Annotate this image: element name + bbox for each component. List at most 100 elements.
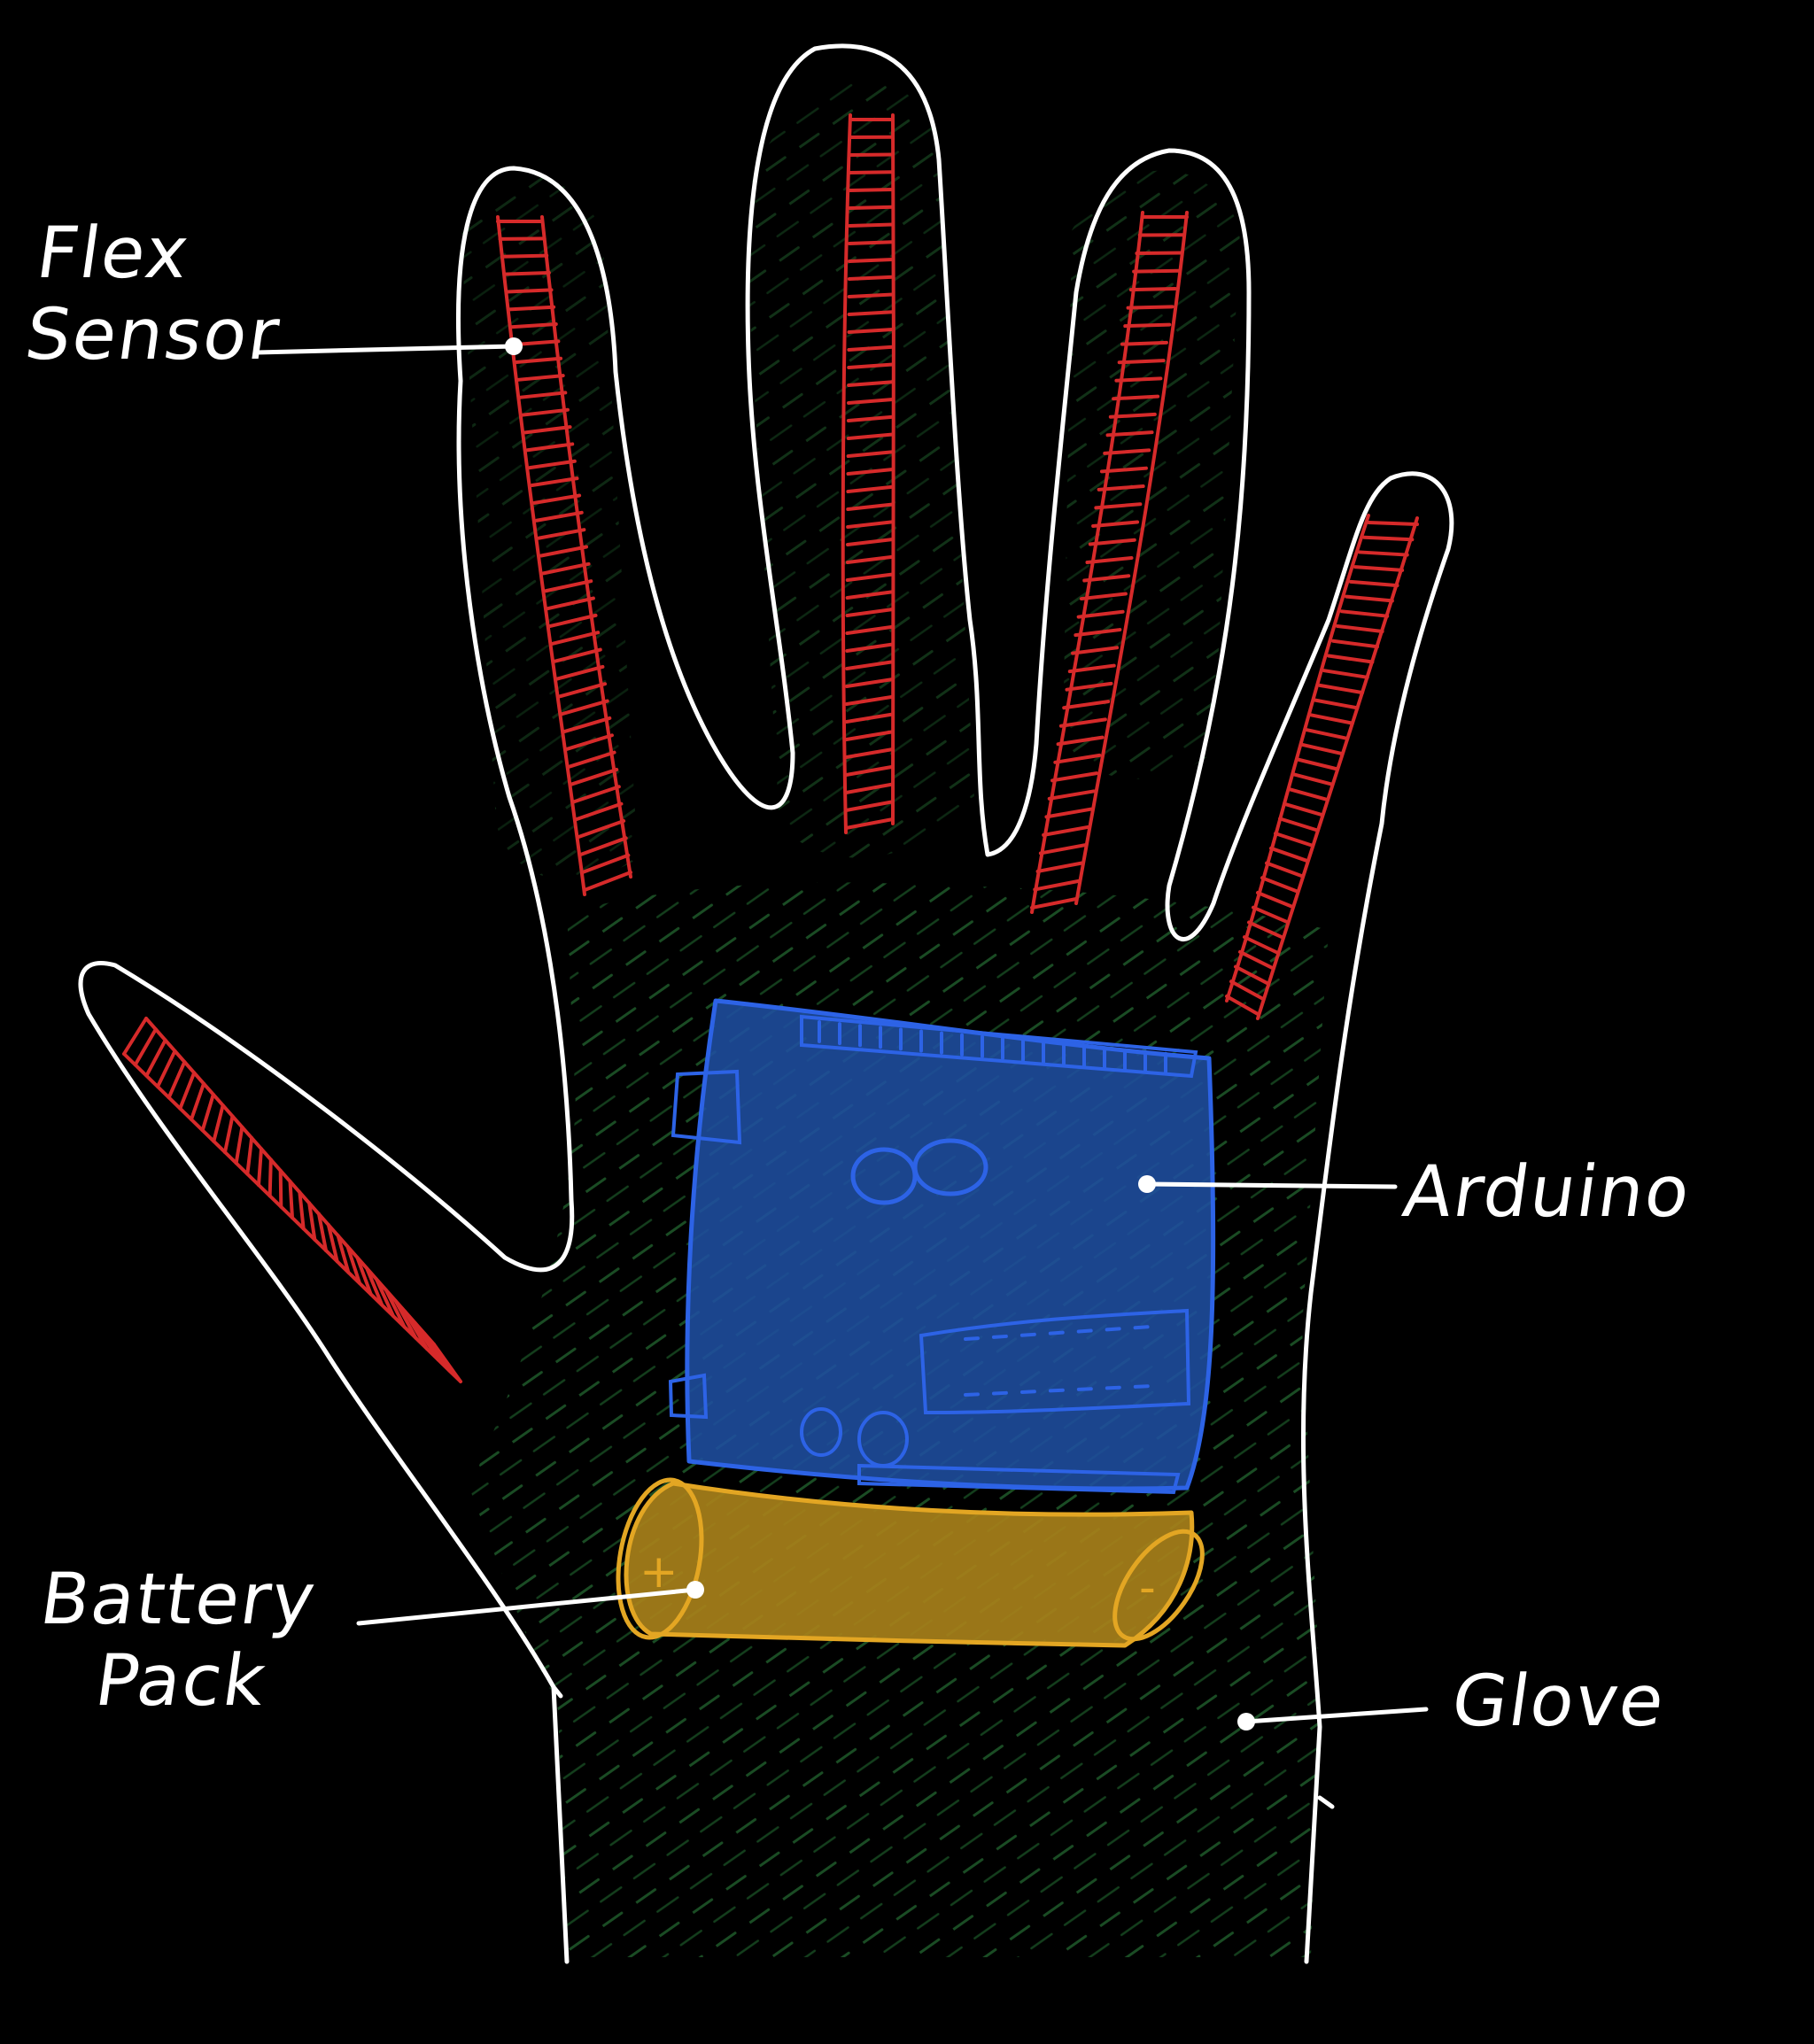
arduino-board-details	[668, 1014, 1198, 1495]
usb-port	[671, 1069, 742, 1145]
sensor-rung	[848, 258, 895, 263]
capacitor-2	[857, 1411, 909, 1467]
sensor-rung	[509, 322, 558, 329]
battery-end-positive	[616, 1477, 704, 1640]
sensor-rung	[1094, 502, 1143, 510]
sensor-rung	[1327, 654, 1375, 664]
sensor-rung	[1291, 772, 1335, 786]
wrist-tick-left	[551, 1684, 563, 1699]
sensor-rung	[133, 1027, 158, 1067]
sensor-rung	[365, 1266, 384, 1307]
sensor-rung	[1033, 879, 1081, 892]
sensor-rung	[1050, 771, 1099, 783]
sensor-rung	[1035, 861, 1084, 873]
battery-dot	[686, 1581, 704, 1599]
sensor-rung	[845, 590, 895, 600]
sensor-rung	[1058, 717, 1107, 728]
sensor-rung	[432, 1343, 462, 1383]
sensor-rung	[848, 222, 895, 228]
sensor-rung	[1079, 592, 1128, 601]
sensor-rung	[548, 613, 598, 628]
sensor-rung	[1108, 412, 1157, 419]
sensor-rung	[1091, 520, 1140, 528]
sensor-rung	[847, 292, 895, 298]
sensor-rung	[1287, 786, 1329, 802]
sensor-rung	[1099, 466, 1148, 474]
battery-pack-label: Battery Pack	[24, 1558, 322, 1722]
sensor-rung	[1126, 305, 1174, 310]
sensor-rung	[1349, 579, 1399, 588]
sensor-rung	[1300, 742, 1345, 756]
sensor-rung	[544, 579, 593, 593]
sensor-rung	[555, 664, 605, 681]
sensor-rung	[1074, 628, 1122, 638]
battery-pack: + -	[616, 1477, 1205, 1648]
sensor-rung	[564, 733, 614, 752]
sensor-rung	[1296, 757, 1339, 771]
sensor-rung	[1132, 268, 1181, 274]
sensor-rung	[845, 660, 895, 670]
sensor-rung	[1353, 565, 1405, 572]
sensor-rung	[844, 730, 895, 741]
flex-sensors	[122, 113, 1419, 1383]
sensor-rung	[530, 476, 579, 488]
sensor-rung	[578, 836, 628, 857]
arduino-bottom-header	[857, 1463, 1181, 1495]
sensor-rung	[298, 1190, 306, 1231]
sensor-rung	[528, 459, 577, 470]
sensor-rung	[413, 1320, 440, 1362]
sensor-rung	[375, 1277, 395, 1318]
sensor-rung	[525, 442, 575, 453]
sensor-rung	[1269, 846, 1310, 863]
sensor-rung	[1256, 890, 1295, 910]
sensor-rung	[1260, 876, 1299, 894]
sensor-rung	[1047, 789, 1096, 801]
sensor-rung	[848, 152, 895, 157]
sensor-rung	[534, 510, 584, 523]
sensor-rung	[1105, 430, 1154, 437]
battery-body	[624, 1481, 1195, 1648]
sensor-rung	[1340, 609, 1390, 618]
sensor-rung	[1336, 624, 1384, 633]
chip	[919, 1308, 1191, 1415]
sensor-rung	[518, 391, 568, 399]
flex-sensor-label-line-1: Flex	[32, 212, 196, 294]
sensor-rung	[1238, 949, 1275, 971]
sensor-rung	[532, 493, 582, 505]
sensor-rung	[1265, 861, 1305, 879]
sensor-rung	[539, 545, 588, 558]
battery-positive-mark: +	[640, 1545, 678, 1599]
arduino-top-header	[800, 1014, 1198, 1079]
sensor-rung	[223, 1114, 235, 1154]
sensor-rung	[122, 1017, 148, 1056]
sensor-rung	[847, 345, 895, 352]
sensor-rung	[1283, 801, 1325, 817]
glove-leader	[1244, 1707, 1429, 1724]
sensor-rung	[562, 716, 612, 734]
sensor-rung	[505, 288, 554, 294]
sensor-rung	[845, 572, 895, 582]
sensor-rung	[514, 356, 563, 364]
sensor-rung	[1331, 639, 1379, 649]
sensor-rung	[1128, 287, 1177, 292]
capacitor-1	[800, 1407, 842, 1457]
sensor-rung	[846, 484, 895, 493]
sensor-rung	[844, 817, 895, 830]
sensor-rung	[846, 468, 895, 476]
wrist-tick-right	[1317, 1795, 1335, 1809]
sensor-rung	[498, 236, 547, 241]
leader-lines	[254, 344, 1429, 1724]
leader-dots	[505, 337, 1255, 1730]
sensor-rung	[190, 1081, 205, 1121]
sensor-rung	[1345, 594, 1394, 603]
power-jack	[668, 1373, 709, 1420]
sensor-rung	[566, 750, 616, 769]
sensor-rung	[1071, 646, 1120, 655]
sensor-rung	[846, 414, 895, 422]
sensor-rung	[1278, 817, 1320, 832]
sensor-rung	[200, 1092, 215, 1133]
sensor-rung	[1062, 700, 1111, 710]
sensor-rung	[1120, 340, 1168, 346]
sensor-rung	[847, 275, 895, 281]
sensor-rung	[845, 554, 895, 564]
